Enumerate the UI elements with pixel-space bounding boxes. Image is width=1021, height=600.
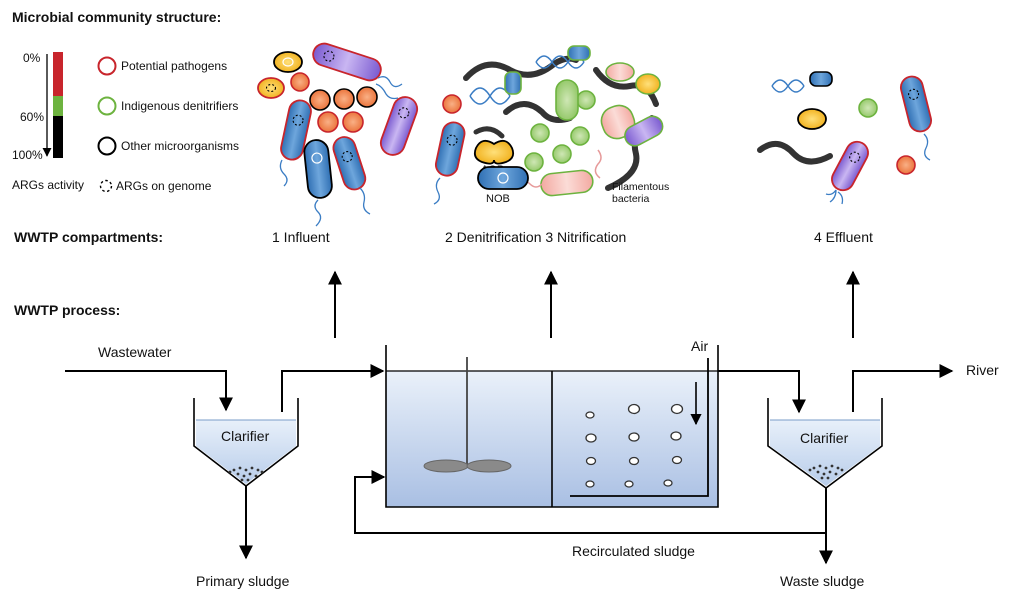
- blue-rod-icon: [303, 139, 333, 199]
- clarifier-2-label: Clarifier: [800, 430, 849, 446]
- nob-label: NOB: [486, 193, 510, 205]
- blue-rod-icon: [504, 71, 522, 95]
- air-pipe: [570, 358, 709, 497]
- legend-args-genome-label: ARGs on genome: [116, 179, 212, 193]
- orange-coccus-icon: [333, 88, 355, 110]
- sediment-dots: [228, 466, 264, 482]
- filamentous-label-line2: bacteria: [612, 193, 650, 205]
- wastewater-label: Wastewater: [98, 344, 172, 360]
- green-rod-icon: [555, 79, 579, 121]
- legend-others-label: Other microorganisms: [121, 139, 239, 153]
- blue-rod-icon: [280, 99, 312, 161]
- air-label: Air: [691, 338, 708, 354]
- green-coccus-icon: [530, 123, 550, 143]
- green-coccus-icon: [524, 152, 544, 172]
- filament-icon: [503, 101, 573, 123]
- legend-other-swatch: [97, 136, 117, 156]
- legend-denitrifiers-label: Indigenous denitrifiers: [121, 99, 238, 113]
- compartment-denit-nit: 2 Denitrification 3 Nitrification: [445, 229, 626, 245]
- green-coccus-icon: [576, 90, 596, 110]
- scale-top-label: 0%: [23, 51, 41, 65]
- orange-coccus-icon: [442, 94, 462, 114]
- reactor-tank: Air: [385, 338, 719, 508]
- blue-rod-icon: [567, 45, 591, 61]
- sediment-dots: [808, 464, 844, 480]
- tank-outflow: [718, 370, 806, 414]
- compartments-header: WWTP compartments:: [14, 229, 163, 245]
- effluent-microbes: [757, 71, 933, 205]
- flagellum: [359, 187, 371, 215]
- scale-green-segment: [53, 96, 63, 116]
- yellow-cell-icon: [635, 73, 661, 95]
- aob-cell-icon: [473, 139, 515, 165]
- filament-icon: [757, 141, 833, 165]
- blue-rod-icon: [434, 121, 466, 177]
- flagellum: [377, 76, 403, 88]
- orange-coccus-icon: [290, 72, 310, 92]
- pink-rod-icon: [540, 169, 594, 197]
- process-microbes: AOB NOB Filamentous bacteria: [433, 45, 669, 205]
- air-bubbles: [585, 403, 684, 488]
- dna-helix-icon: [771, 79, 805, 93]
- args-activity-scale: 0% 60% 100% ARGs activity: [12, 51, 84, 192]
- river-outflow: [852, 364, 954, 412]
- green-coccus-icon: [858, 98, 878, 118]
- green-coccus-icon: [552, 144, 572, 164]
- legend-pathogens-label: Potential pathogens: [121, 59, 227, 73]
- scale-bottom-label: 100%: [12, 148, 43, 162]
- green-coccus-icon: [570, 126, 590, 146]
- orange-coccus-icon: [896, 155, 916, 175]
- recirculated-sludge-label: Recirculated sludge: [572, 543, 695, 559]
- orange-coccus-icon: [309, 89, 331, 111]
- legend: Potential pathogens Indigenous denitrifi…: [97, 56, 239, 193]
- scale-red-segment: [53, 52, 63, 96]
- blue-rod-icon: [332, 136, 367, 191]
- legend-pathogen-swatch: [97, 56, 117, 76]
- influent-microbes: [257, 42, 419, 227]
- secondary-clarifier: Clarifier: [767, 398, 883, 489]
- community-structure-header: Microbial community structure:: [12, 9, 221, 25]
- mixer-blade: [423, 459, 469, 473]
- recirculated-sludge-line: [354, 470, 827, 534]
- yellow-cell-icon: [257, 77, 285, 99]
- purple-rod-icon: [312, 42, 382, 82]
- clarifier-1-label: Clarifier: [221, 428, 270, 444]
- process-header: WWTP process:: [14, 302, 120, 318]
- scale-activity-label: ARGs activity: [12, 178, 84, 192]
- river-label: River: [966, 362, 999, 378]
- flagellum: [279, 159, 288, 187]
- orange-coccus-icon: [317, 111, 339, 133]
- purple-rod-icon: [624, 115, 664, 147]
- primary-sludge-label: Primary sludge: [196, 573, 290, 589]
- orange-coccus-icon: [356, 86, 378, 108]
- compartment-influent: 1 Influent: [272, 229, 330, 245]
- filamentous-label-line1: Filamentous: [612, 181, 669, 193]
- purple-rod-icon: [831, 140, 869, 192]
- clarifier-1-outflow: [281, 364, 385, 412]
- pink-cell-icon: [605, 62, 635, 82]
- args-genome-icon: [99, 179, 113, 193]
- mixer-blade: [466, 459, 512, 473]
- purple-rod-icon: [379, 96, 419, 156]
- orange-coccus-icon: [342, 111, 364, 133]
- scale-black-segment: [53, 116, 63, 158]
- nob-cell-icon: [477, 166, 529, 190]
- yellow-cell-icon: [273, 51, 303, 73]
- wastewater-inflow: [65, 370, 233, 412]
- scale-mid-label: 60%: [20, 110, 44, 124]
- blue-rod-icon: [809, 71, 833, 87]
- flagellum: [314, 199, 322, 227]
- blue-rod-icon: [899, 75, 933, 133]
- compartment-effluent: 4 Effluent: [814, 229, 873, 245]
- legend-denitrifier-swatch: [97, 96, 117, 116]
- yellow-cell-icon: [797, 108, 827, 130]
- waste-sludge-label: Waste sludge: [780, 573, 865, 589]
